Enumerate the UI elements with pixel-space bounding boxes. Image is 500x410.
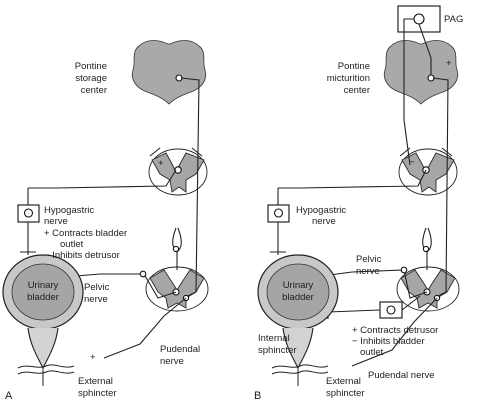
pudendal-nerve-path-b	[351, 297, 438, 367]
panel-b: PAG	[254, 5, 463, 402]
pudendal-nerve-path-a	[103, 297, 187, 359]
internal-sphincter-label-line2: sphincter	[258, 345, 297, 356]
spinal-section-sacral-b	[396, 266, 460, 312]
external-sphincter-label-line1-a: External	[78, 376, 113, 387]
bladder-label-line1-b: Urinary	[283, 280, 314, 291]
pudendal-label-b: Pudendal nerve	[368, 370, 435, 381]
pons-micturition-label-line2: micturition	[327, 73, 370, 84]
effect-2-b: − Inhibits bladder	[352, 336, 425, 347]
hypogastric-outflow-b	[278, 169, 427, 189]
spinal-section-sacral	[145, 266, 209, 312]
external-sphincter-label-line2-b: sphincter	[326, 388, 365, 399]
hypogastric-effect-1-a: + Contracts bladder	[44, 228, 127, 239]
pons-spinal-tract-a	[180, 77, 200, 297]
panel-b-letter: B	[254, 390, 261, 402]
sign-plus-a2: +	[90, 352, 96, 363]
pons-spinal-tract-b	[432, 77, 449, 297]
pons-storage-label-line3: center	[81, 85, 107, 96]
hypogastric-outflow-a	[28, 169, 177, 189]
pag-ascending-b	[403, 18, 414, 166]
bladder-label-line2-b: bladder	[282, 292, 314, 303]
urinary-bladder-b	[257, 254, 339, 386]
pons-micturition-label-line1: Pontine	[338, 61, 370, 72]
effect-3-b: outlet	[360, 347, 384, 358]
pelvic-label-line2-a: nerve	[84, 294, 108, 305]
pons-storage-center-shape	[131, 40, 207, 105]
spinal-section-thoracolumbar-b	[398, 147, 458, 196]
pag-to-pons-b	[418, 23, 432, 75]
pelvic-label-line1-b: Pelvic	[356, 254, 382, 265]
pons-micturition-label-line3: center	[344, 85, 370, 96]
pag-label: PAG	[444, 14, 463, 25]
bladder-label-line2-a: bladder	[27, 292, 59, 303]
sign-minus-b1: −	[409, 157, 415, 168]
effect-1-b: + Contracts detrusor	[352, 325, 438, 336]
urinary-bladder-a	[2, 254, 84, 386]
pons-storage-label-line2: storage	[75, 73, 107, 84]
pons-storage-label-line1: Pontine	[75, 61, 107, 72]
bladder-label-line1-a: Urinary	[28, 280, 59, 291]
external-sphincter-label-line2-a: sphincter	[78, 388, 117, 399]
pelvic-label-line1-a: Pelvic	[84, 282, 110, 293]
panel-a: Pontine storage center Hypogastric nerve…	[2, 40, 209, 402]
pelvic-label-line2-b: nerve	[356, 266, 380, 277]
pudendal-label-line2-a: nerve	[160, 356, 184, 367]
hypogastric-label-line2-a: nerve	[44, 216, 68, 227]
spinal-section-thoracolumbar	[148, 147, 208, 196]
hypogastric-label-line2-b: nerve	[312, 216, 336, 227]
external-sphincter-label-line1-b: External	[326, 376, 361, 387]
internal-sphincter-label-line1: Internal	[258, 333, 290, 344]
panel-a-letter: A	[5, 390, 13, 402]
pag-neuron	[413, 13, 425, 25]
hypogastric-label-line1-b: Hypogastric	[296, 205, 346, 216]
pudendal-label-line1-a: Pudendal	[160, 344, 200, 355]
sign-plus-b1: +	[446, 58, 452, 69]
hypogastric-effect-3-a: − Inhibits detrusor	[44, 250, 120, 261]
hypogastric-effect-2-a: outlet	[60, 239, 84, 250]
pons-micturition-center-shape	[383, 40, 459, 105]
hypogastric-label-line1-a: Hypogastric	[44, 205, 94, 216]
sign-plus-a1: +	[158, 158, 164, 169]
